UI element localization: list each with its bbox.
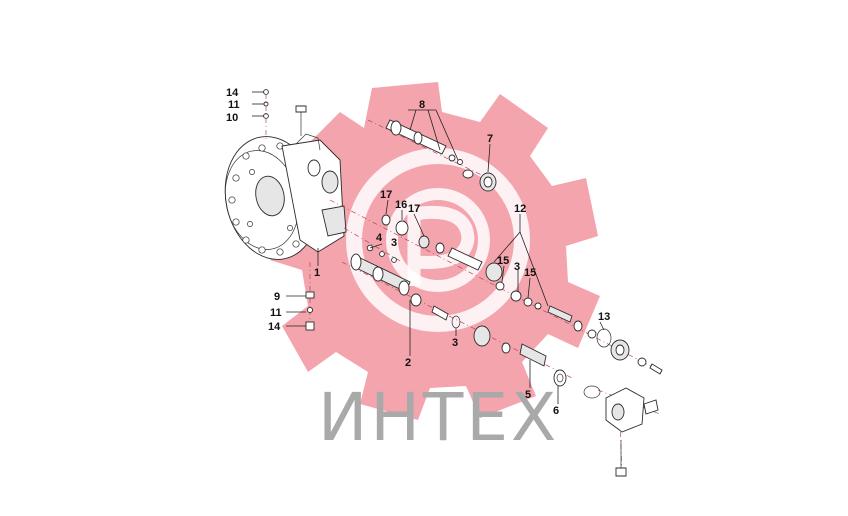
callout-2: 2 — [405, 357, 411, 369]
callout-1: 1 — [314, 267, 320, 279]
callout-8: 8 — [419, 99, 425, 111]
watermark-text: ИНТЕХ — [318, 379, 559, 456]
watermark-gear — [270, 82, 600, 420]
callout-16: 16 — [395, 199, 407, 211]
bolt-top — [295, 105, 307, 136]
upper-spool-assembly — [385, 119, 497, 192]
callout-12: 12 — [514, 203, 526, 215]
callout-10: 10 — [226, 112, 238, 124]
callout-14-bottom: 14 — [268, 321, 281, 333]
callout-3-lower: 3 — [452, 337, 458, 349]
callout-9: 9 — [274, 291, 280, 303]
callout-15-right: 15 — [524, 267, 536, 279]
callout-4: 4 — [376, 232, 383, 244]
gear-hub-inner — [386, 188, 490, 292]
callout-17-right: 17 — [408, 203, 420, 215]
callout-15-left: 15 — [497, 255, 509, 267]
valve-block-housing — [281, 133, 347, 253]
callout-17-left: 17 — [380, 189, 392, 201]
leader-lines — [252, 91, 605, 404]
callout-labels: 14 11 10 8 7 17 16 17 12 4 3 1 15 3 15 9… — [226, 87, 610, 417]
callout-6: 6 — [553, 405, 559, 417]
callout-5: 5 — [525, 389, 531, 401]
callout-3-middle: 3 — [514, 261, 520, 273]
callout-13: 13 — [598, 311, 610, 323]
fastener-stack-lower — [305, 262, 315, 331]
gear-outline — [270, 82, 600, 420]
lower-spool-assembly — [350, 253, 601, 399]
callout-3-upper: 3 — [391, 237, 397, 249]
end-cover — [605, 387, 659, 477]
callout-11-bottom: 11 — [270, 307, 282, 319]
callout-14-top: 14 — [226, 87, 239, 99]
callout-7: 7 — [487, 133, 493, 145]
callout-11-top: 11 — [228, 99, 240, 111]
gear-hub-letter — [407, 205, 475, 286]
gear-hub-outer — [346, 148, 530, 332]
fastener-stack-upper — [263, 89, 269, 140]
